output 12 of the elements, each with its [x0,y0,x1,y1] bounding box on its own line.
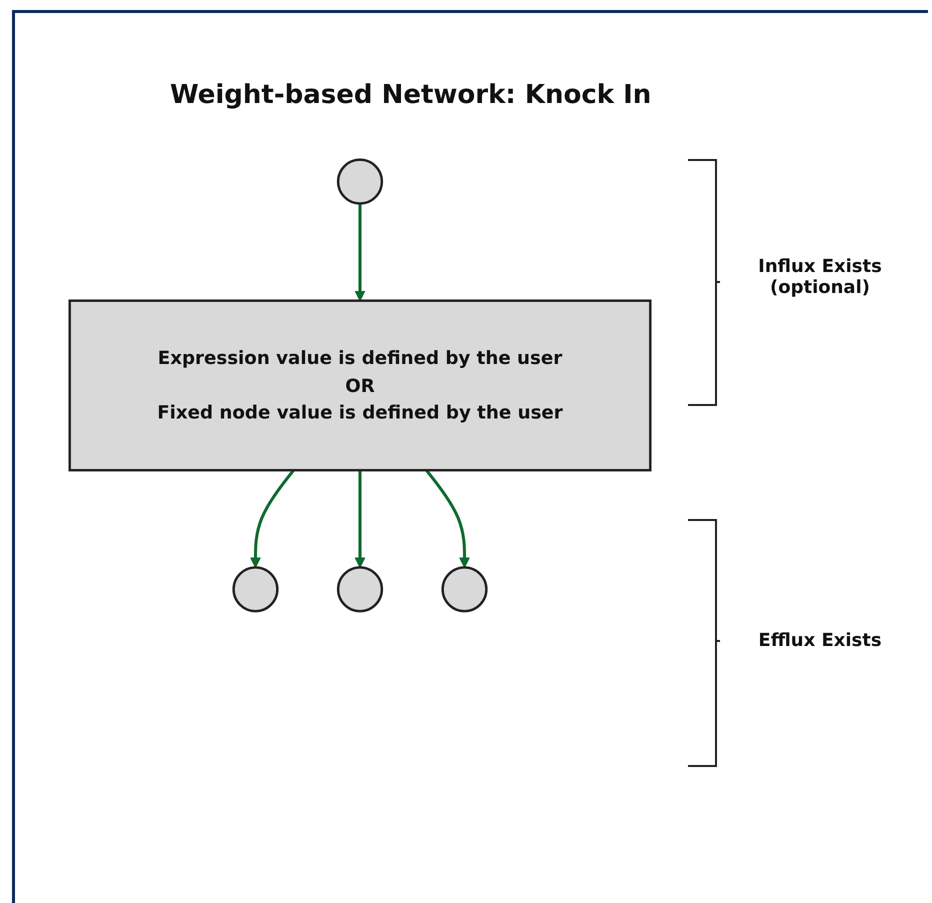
node-circle [441,566,488,612]
arrow [354,470,366,568]
diagram-title: Weight-based Network: Knock In [170,80,652,110]
bracket-label: Efflux Exists [757,630,883,651]
arrow [425,469,470,568]
arrow [354,203,366,302]
node-circle [336,158,384,205]
node-circle [336,566,384,612]
arrow [250,469,295,568]
bracket-label: Influx Exists (optional) [757,256,883,298]
node-box: Expression value is defined by the user OR Fixed node value is defined by the user [68,299,652,472]
node-circle [232,566,279,612]
